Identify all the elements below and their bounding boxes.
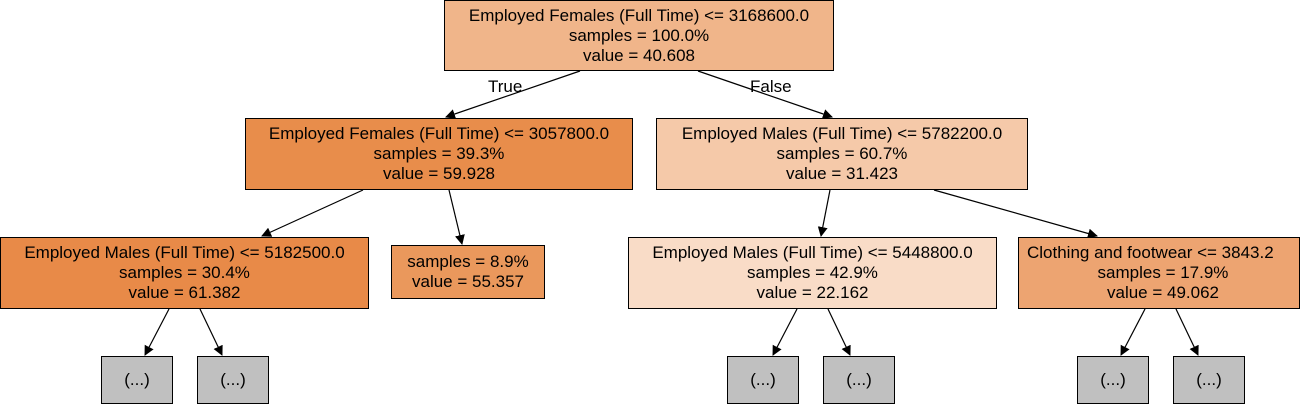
node-samples: samples = 100.0% xyxy=(568,25,710,45)
edge-rr-leaf2 xyxy=(1175,308,1199,356)
node-samples: samples = 60.7% xyxy=(776,144,908,163)
edge-rr-leaf1 xyxy=(1120,308,1146,356)
node-condition: Employed Males (Full Time) <= 5782200.0 xyxy=(681,124,1003,143)
node-value: value = 61.382 xyxy=(128,283,241,302)
edge-right-rightleft xyxy=(817,189,831,237)
edge-ll-leaf2 xyxy=(199,308,223,356)
node-condition: Employed Females (Full Time) <= 3057800.… xyxy=(268,124,610,143)
node-right-left: Employed Males (Full Time) <= 5448800.0 … xyxy=(628,237,997,309)
edge-rl-leaf2 xyxy=(827,308,851,356)
node-condition: Employed Males (Full Time) <= 5182500.0 xyxy=(24,243,345,262)
edge-left-leftleft xyxy=(261,189,364,237)
node-value: value = 31.423 xyxy=(785,164,898,183)
node-samples: samples = 42.9% xyxy=(747,263,878,282)
node-samples: samples = 30.4% xyxy=(119,263,250,282)
edge-label-true: True xyxy=(488,77,523,96)
node-left: Employed Females (Full Time) <= 3057800.… xyxy=(245,118,633,190)
collapsed-node: (...) xyxy=(197,356,269,404)
node-left-left: Employed Males (Full Time) <= 5182500.0 … xyxy=(0,237,369,309)
node-value: value = 49.062 xyxy=(1106,283,1219,302)
node-condition: Employed Males (Full Time) <= 5448800.0 xyxy=(652,243,973,262)
node-root: Employed Females (Full Time) <= 3168600.… xyxy=(444,0,834,71)
node-samples: samples = 8.9% xyxy=(407,252,529,271)
edge-root-right xyxy=(697,70,833,119)
collapsed-node: (...) xyxy=(1173,356,1245,404)
edge-rl-leaf1 xyxy=(772,308,798,356)
node-condition: Employed Females (Full Time) <= 3168600.… xyxy=(468,5,810,25)
edge-root-left xyxy=(445,70,581,119)
node-right: Employed Males (Full Time) <= 5782200.0 … xyxy=(656,118,1028,190)
node-samples: samples = 17.9% xyxy=(1097,263,1229,282)
node-value: value = 22.162 xyxy=(756,283,869,302)
node-left-right-leaf: samples = 8.9% value = 55.357 xyxy=(391,245,545,299)
node-value: value = 40.608 xyxy=(582,45,695,65)
edge-label-false: False xyxy=(750,77,792,96)
node-value: value = 59.928 xyxy=(382,164,495,183)
node-right-right: Clothing and footwear <= 3843.2 samples … xyxy=(1018,237,1300,309)
collapsed-node: (...) xyxy=(727,356,799,404)
edge-ll-leaf1 xyxy=(144,308,170,356)
edge-left-leftright xyxy=(448,189,465,245)
collapsed-node: (...) xyxy=(1077,356,1149,404)
edge-right-rightright xyxy=(933,189,1098,239)
collapsed-node: (...) xyxy=(101,356,173,404)
collapsed-node: (...) xyxy=(823,356,895,404)
node-samples: samples = 39.3% xyxy=(373,144,505,163)
node-condition: Clothing and footwear <= 3843.2 xyxy=(1027,243,1274,262)
node-value: value = 55.357 xyxy=(411,272,524,291)
